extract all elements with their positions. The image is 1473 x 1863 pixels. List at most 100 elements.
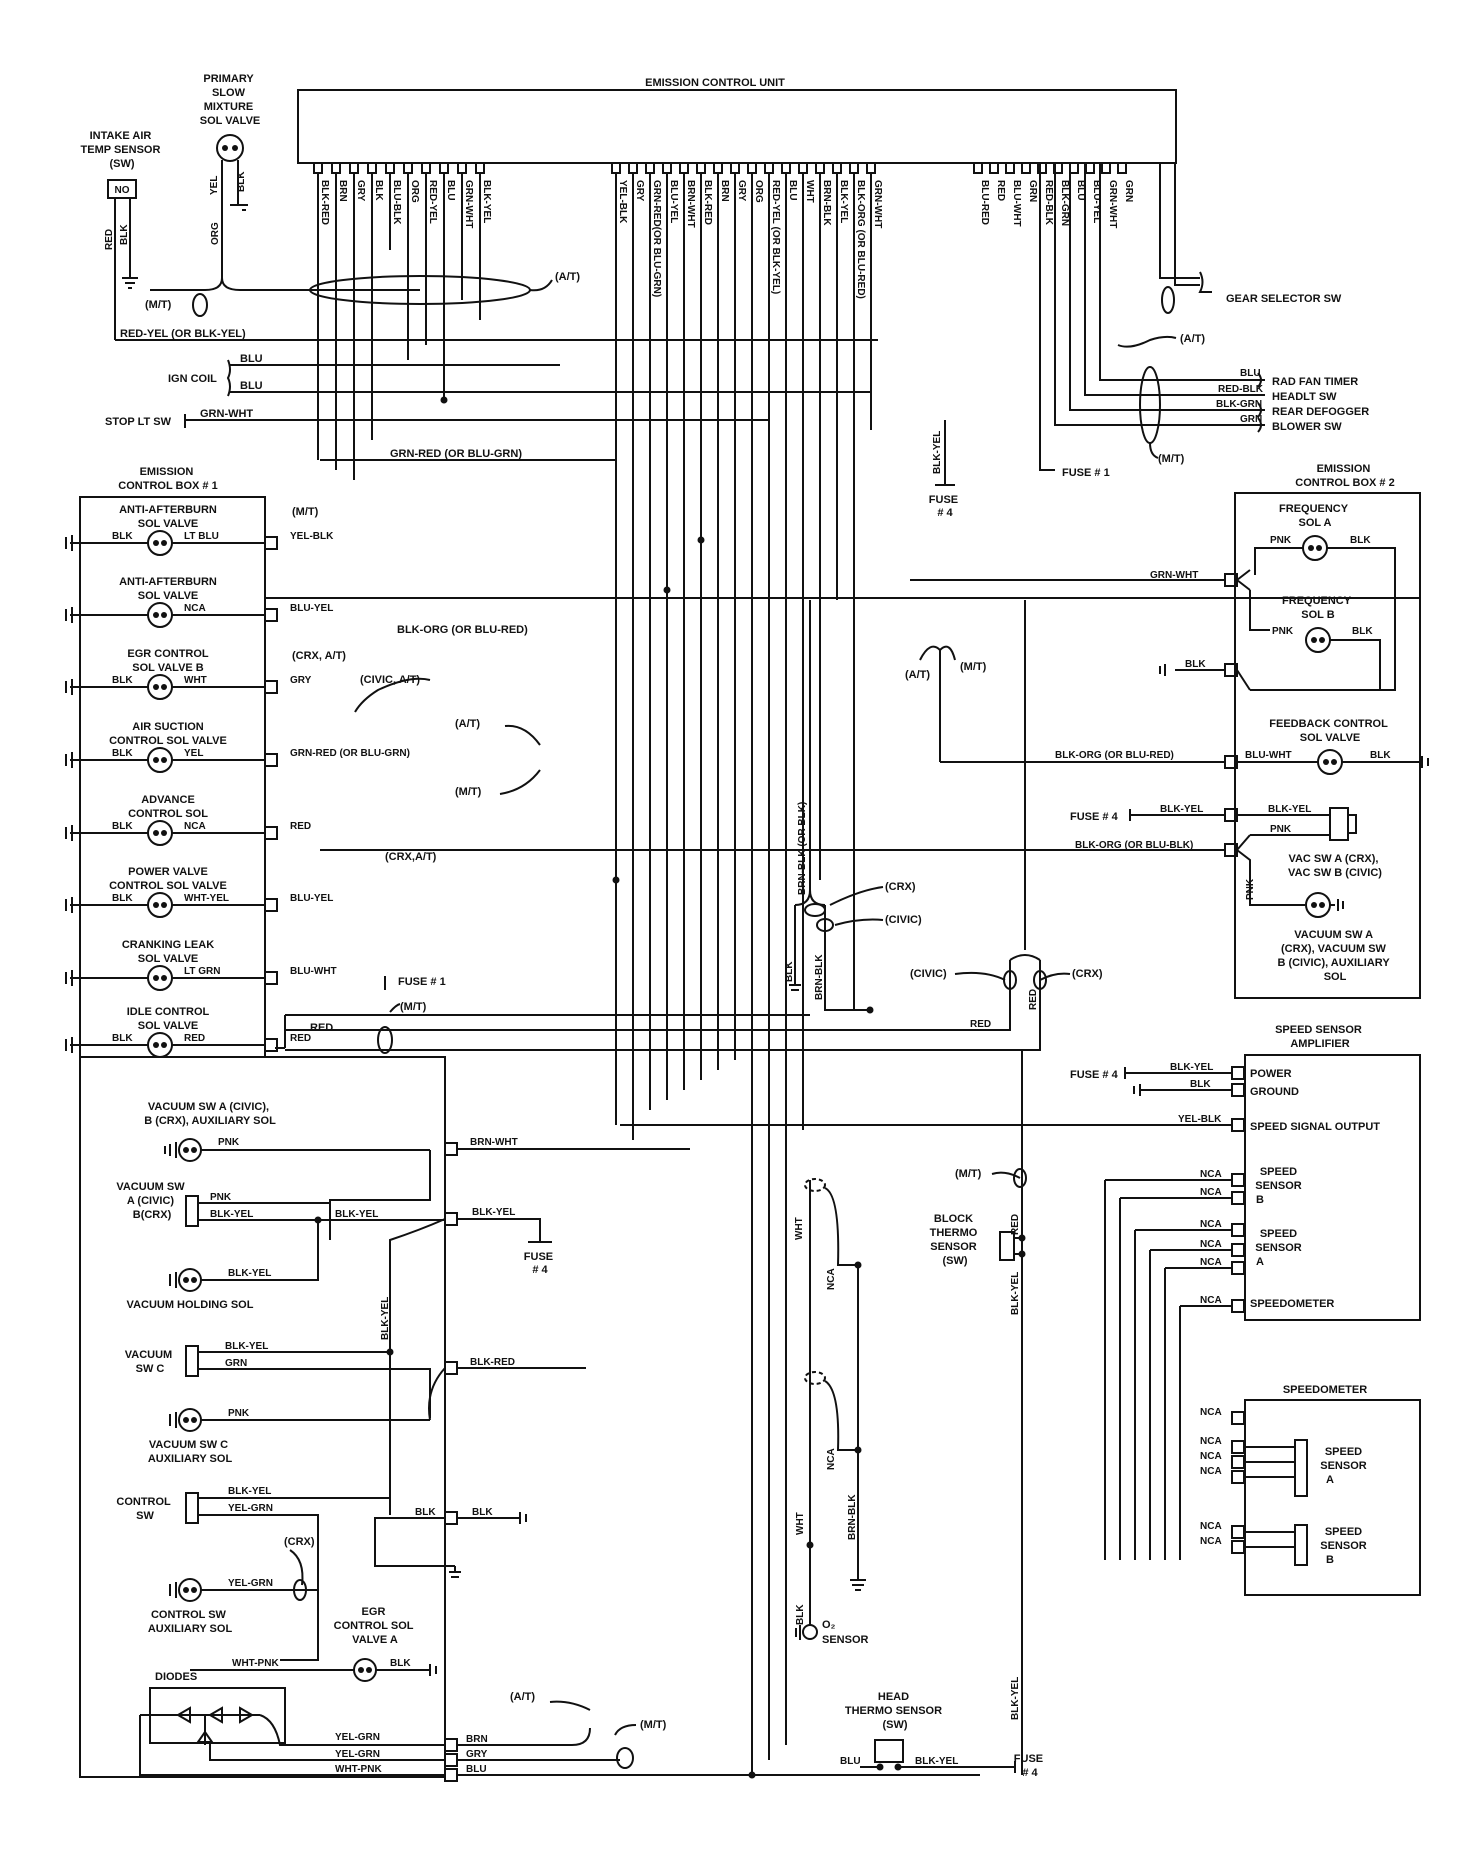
svg-text:BLK: BLK — [112, 748, 133, 759]
svg-text:BLK: BLK — [112, 1033, 133, 1044]
svg-text:BLOCK THERMO SENSO: BLOCK THERMO SENSOR (SW) — [930, 1213, 981, 1267]
svg-text:BLK: BLK — [119, 224, 130, 245]
solenoid-valve-icon — [147, 892, 173, 918]
svg-text:(CRX,A/T): (CRX,A/T) — [385, 851, 437, 863]
solenoid-valve-icon — [147, 530, 173, 556]
ecu-pin — [611, 162, 621, 174]
svg-text:BLK: BLK — [784, 961, 795, 982]
ecu-pin — [1069, 162, 1079, 174]
svg-text:GEAR SELECTOR SW: GEAR SELECTOR SW — [1226, 293, 1342, 305]
svg-text:FUSE # 4: FUSE # 4 — [1014, 1753, 1046, 1779]
svg-text:(A/T): (A/T) — [455, 718, 480, 730]
ecu-body — [297, 89, 1177, 164]
ecu-pin-label: GRY — [355, 180, 366, 202]
svg-text:GRN: GRN — [1240, 414, 1262, 425]
ecu-pin — [645, 162, 655, 174]
ecu-pin-label: BLK-RED — [702, 180, 713, 225]
svg-text:BRN-WHT: BRN-WHT — [470, 1137, 518, 1148]
svg-text:BLK-RED: BLK-RED — [470, 1357, 515, 1368]
svg-text:NCA: NCA — [1200, 1521, 1222, 1532]
svg-text:BLK: BLK — [112, 675, 133, 686]
svg-text:BLK: BLK — [1370, 750, 1391, 761]
svg-text:SPEED SENSOR B: SPEED SENSOR B — [1320, 1526, 1370, 1566]
svg-text:(CIVIC): (CIVIC) — [885, 914, 922, 926]
svg-text:GRN-WHT: GRN-WHT — [1150, 570, 1198, 581]
svg-text:VAC SW A (CRX), VAC SW B: VAC SW A (CRX), VAC SW B (CIVIC) — [1288, 853, 1382, 879]
svg-text:(A/T): (A/T) — [555, 271, 580, 283]
ecu-pin-label: BLK-RED — [319, 180, 330, 225]
control-sw-aux-sol-icon — [178, 1578, 202, 1602]
solenoid-valve-icon — [147, 820, 173, 846]
svg-text:PNK: PNK — [210, 1192, 232, 1203]
ecu-pin — [815, 162, 825, 174]
ecu-pin — [1005, 162, 1015, 174]
svg-text:FUSE # 4: FUSE # 4 — [929, 494, 961, 519]
vacsw-ab-label: VACUUM SW A (CIVIC) B(CRX) — [116, 1181, 187, 1221]
svg-text:POWER: POWER — [1250, 1068, 1292, 1080]
svg-text:GRN-RED (OR BLU-GRN): GRN-RED (OR BLU-GRN) — [390, 448, 522, 460]
svg-text:(CRX, A/T): (CRX, A/T) — [292, 650, 346, 662]
svg-text:PNK: PNK — [1245, 878, 1256, 900]
svg-text:SPEED SENSOR AMPLIFIER: SPEED SENSOR AMPLIFIER — [1275, 1024, 1365, 1050]
svg-text:(CIVIC, A/T): (CIVIC, A/T) — [360, 674, 420, 686]
ecu-pin-label: BLU-BLK — [391, 180, 402, 225]
svg-text:YEL-GRN: YEL-GRN — [335, 1732, 380, 1743]
ecu-pin — [628, 162, 638, 174]
svg-text:BLK: BLK — [112, 821, 133, 832]
svg-text:RED: RED — [290, 821, 311, 832]
svg-text:BLK-GRN: BLK-GRN — [1216, 399, 1262, 410]
svg-text:LT BLU: LT BLU — [184, 531, 219, 542]
ecb1-connector — [264, 753, 278, 767]
primary-slow-sol-icon — [216, 134, 244, 162]
svg-text:(A/T): (A/T) — [905, 669, 930, 681]
control-sw-icon — [185, 1492, 199, 1524]
svg-text:PNK: PNK — [218, 1137, 240, 1148]
svg-text:SPEEDOMETER: SPEEDOMETER — [1250, 1298, 1334, 1310]
ecu-pin — [849, 162, 859, 174]
svg-text:BLK-YEL: BLK-YEL — [1010, 1677, 1021, 1720]
ecu-pin — [439, 162, 449, 174]
ecu-pin-label: RED-YEL (OR BLK-YEL) — [770, 180, 781, 294]
svg-text:WHT-YEL: WHT-YEL — [184, 893, 229, 904]
svg-text:RED: RED — [290, 1033, 311, 1044]
svg-text:GRY: GRY — [466, 1749, 488, 1760]
svg-text:ORG: ORG — [210, 222, 221, 245]
svg-text:FUSE # 4: FUSE # 4 — [1070, 1069, 1119, 1081]
svg-text:BLK-YEL: BLK-YEL — [335, 1209, 378, 1220]
svg-text:NCA: NCA — [1200, 1436, 1222, 1447]
ecu-pin-label: BLU-YEL — [1091, 180, 1102, 223]
svg-text:BLU: BLU — [1240, 368, 1261, 379]
ecb1-connector — [264, 971, 278, 985]
vacsw-c-aux-sol-icon — [178, 1408, 202, 1432]
wire-junction — [440, 396, 448, 404]
frequency-sol-a-icon — [1302, 535, 1328, 561]
ecu-pin-label: RED-YEL — [427, 180, 438, 224]
vacsw-ab-icon — [185, 1195, 199, 1227]
svg-text:BLK-YEL: BLK-YEL — [1010, 1272, 1021, 1315]
ecu-pin-label: BLU-YEL — [668, 180, 679, 223]
svg-text:RED: RED — [184, 1033, 205, 1044]
solenoid-valve-icon — [147, 602, 173, 628]
svg-text:YEL: YEL — [209, 176, 220, 195]
svg-text:(CIVIC): (CIVIC) — [910, 968, 947, 980]
ecu-pin-label: RED-BLK — [1043, 180, 1054, 226]
svg-text:FUSE # 1: FUSE # 1 — [398, 976, 446, 988]
svg-text:NCA: NCA — [1200, 1219, 1222, 1230]
ecu-pin — [866, 162, 876, 174]
svg-text:NCA: NCA — [826, 1268, 837, 1290]
vacsw-a-aux-label: VACUUM SW A (CIVIC), B (CRX), AUXILIARY … — [144, 1101, 276, 1127]
svg-text:BLK: BLK — [112, 893, 133, 904]
svg-text:BLK: BLK — [390, 1658, 411, 1669]
bus-wires — [317, 173, 872, 1779]
feedback-control-sol-icon — [1317, 749, 1343, 775]
svg-text:NCA: NCA — [1200, 1169, 1222, 1180]
egr-a-sol-icon — [353, 1658, 377, 1682]
egr-a-label: EGR CONTROL SOL VALVE A — [334, 1606, 417, 1646]
svg-text:BLU-WHT: BLU-WHT — [1245, 750, 1292, 761]
block-thermo-sensor-icon — [999, 1231, 1015, 1261]
